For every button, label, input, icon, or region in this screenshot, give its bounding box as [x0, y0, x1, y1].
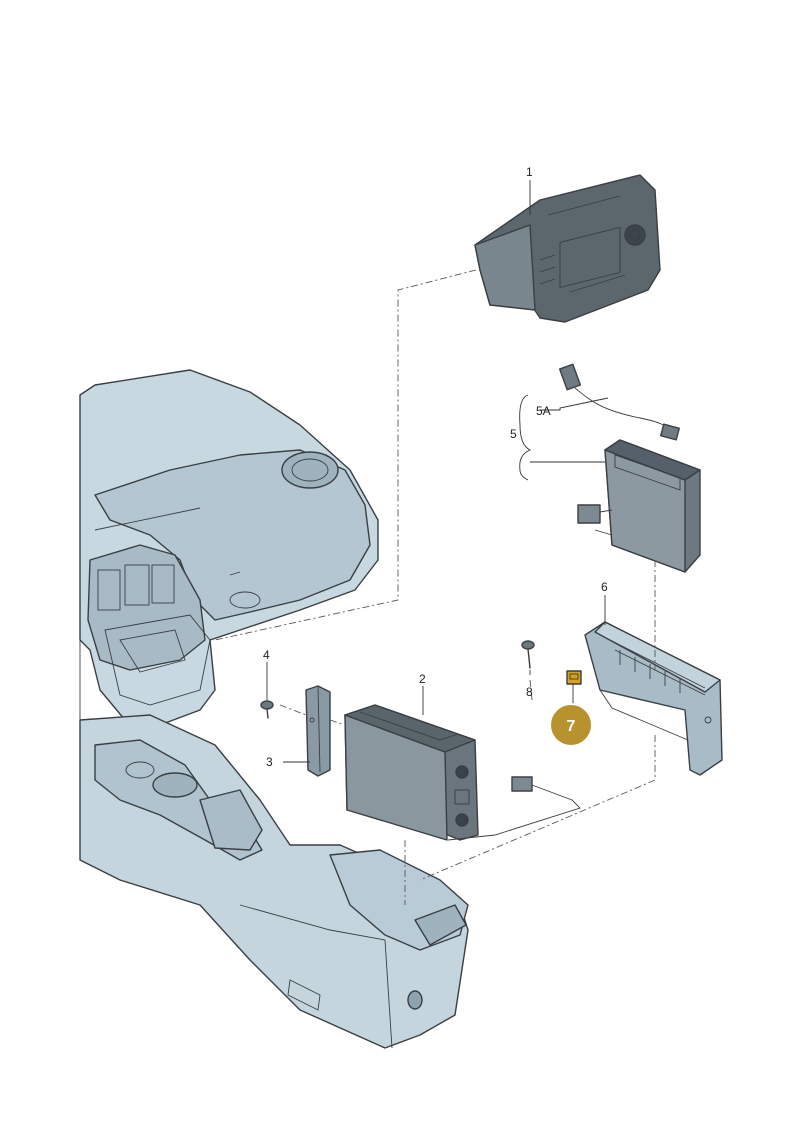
callout-label-2: 2 — [419, 672, 426, 686]
callout-label-6: 6 — [601, 580, 608, 594]
assembly-lines — [214, 269, 656, 905]
callout-label-4: 4 — [263, 648, 270, 662]
callout-label-5: 5 — [510, 427, 517, 441]
screw-4 — [260, 700, 274, 719]
callout-label-5a: 5A — [536, 404, 551, 418]
callout-leaders — [266, 180, 609, 763]
interface-box — [577, 439, 701, 573]
callout-label-3: 3 — [266, 755, 273, 769]
unit-cable — [447, 776, 581, 841]
centre-console — [79, 714, 469, 1049]
bracket-3 — [305, 685, 331, 777]
mounting-frame — [584, 621, 723, 776]
control-unit — [344, 704, 479, 841]
dashboard-assembly — [79, 369, 379, 860]
radio-unit — [474, 174, 661, 323]
callout-label-8: 8 — [526, 685, 533, 699]
fuse-7 — [566, 670, 582, 685]
callout-label-1: 1 — [526, 165, 533, 179]
screw-8 — [521, 640, 535, 669]
cable-5a — [558, 363, 680, 441]
callout-badge-7[interactable]: 7 — [549, 703, 593, 747]
callout-label-7: 7 — [567, 718, 576, 735]
